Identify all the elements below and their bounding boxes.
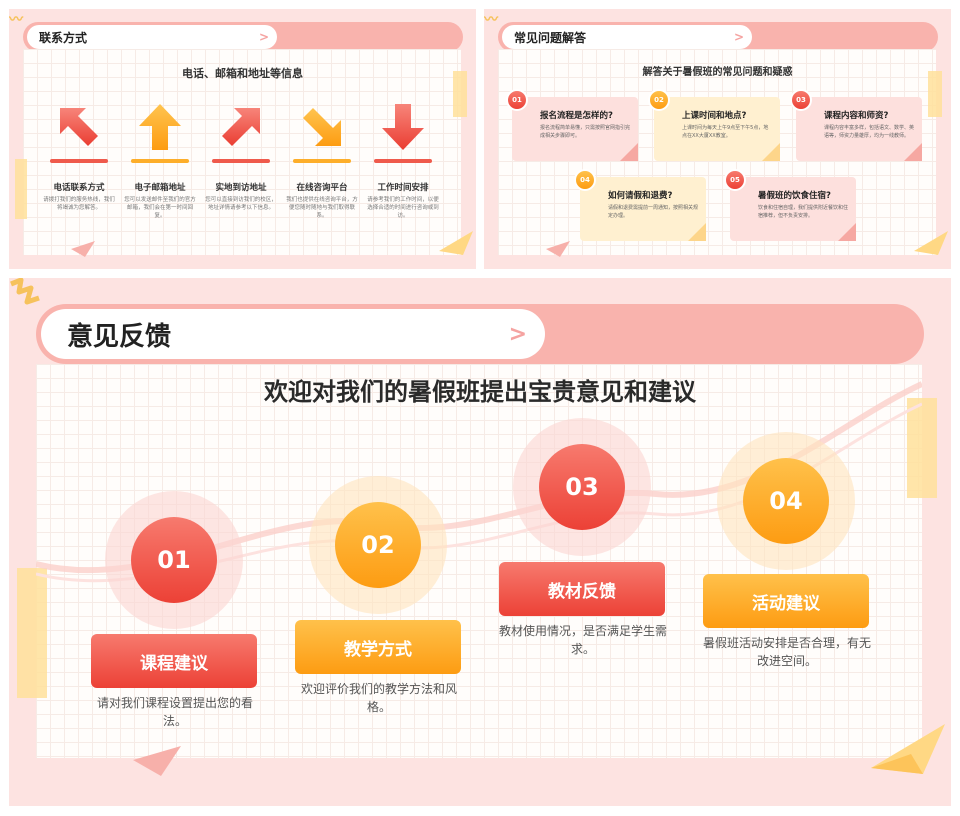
paper-plane-icon [439,231,473,255]
tape-decoration [17,568,47,698]
step-number: 02 [335,502,421,588]
slide-title: 常见问题解答 [514,30,587,45]
faq-answer: 课程内容丰富多样，包括语文、数学、英语等，师资力量雄厚，均为一线教师。 [824,125,915,139]
faq-card: 04 如何请假和退费? 请假和退费需提前一周通知，按照相关规定办理。 [574,169,706,241]
arrow-up-right-icon [217,101,265,153]
step-label: 教学方式 [295,620,461,674]
faq-card: 03 课程内容和师资? 课程内容丰富多样，包括语文、数学、英语等，师资力量雄厚，… [790,89,922,161]
faq-answer: 报名流程简单易懂，只需按照官网指引完成相关步骤即可。 [540,125,631,139]
faq-question: 如何请假和退费? [608,191,673,201]
underline-bar [212,159,270,163]
squiggle-decoration-icon [10,278,40,305]
contact-desc: 您可以直接到访我们的校区，地址详情请参考以下信息。 [205,197,277,211]
slide-faq: 常见问题解答 > 〰 解答关于暑假班的常见问题和疑惑 01 报名流程是怎样的? … [484,9,951,269]
chevron-right-icon: > [733,30,744,44]
step-desc: 请对我们课程设置提出您的看法。 [96,696,253,728]
paper-plane-icon [871,724,945,774]
arrow-up-icon [136,101,184,153]
slide-feedback: 意见反馈 > 欢迎对我们的暑假班提出宝贵意见和建议 01 课程建议 请对我们课程… [9,278,951,806]
contact-item: 工作时间安排 请参考我们的工作时间，以便选择合适的时间进行咨询或到访。 [363,101,443,221]
slide-title: 意见反馈 [67,321,172,352]
contact-item: 电话联系方式 请拨打我们的服务热线，我们将竭诚为您解答。 [39,101,119,213]
slide-title-pill: 常见问题解答 > [502,25,752,49]
step-desc: 教材使用情况，是否满足学生需求。 [498,624,667,656]
contact-desc: 我们也提供在线咨询平台，方便您随时随地与我们取得联系。 [286,197,358,219]
step-label: 课程建议 [91,634,257,688]
step-number-halo: 03 [513,418,651,556]
slide-subtitle: 欢迎对我们的暑假班提出宝贵意见和建议 [264,378,696,406]
slide-content-area [23,49,461,255]
faq-answer: 饮食和住宿自理，我们提供附近餐饮和住宿推荐，但不负责安排。 [758,205,849,219]
slide-subtitle: 解答关于暑假班的常见问题和疑惑 [642,67,793,78]
faq-number: 01 [506,89,528,111]
contact-label: 电话联系方式 [53,183,105,193]
contact-label: 实地到访地址 [215,183,267,193]
step-number: 04 [743,458,829,544]
step-number: 01 [131,517,217,603]
contact-item: 在线咨询平台 我们也提供在线咨询平台，方便您随时随地与我们取得联系。 [282,101,362,221]
contact-desc: 您可以发送邮件至我们的官方邮箱，我们会在第一时间回复。 [124,197,196,219]
tape-decoration [907,398,937,498]
squiggle-decoration-icon: 〰 [484,12,498,28]
paper-plane-icon [71,241,95,257]
card-fold [762,143,780,161]
step-number-halo: 01 [105,491,243,629]
contact-desc: 请拨打我们的服务热线，我们将竭诚为您解答。 [43,197,115,211]
step-number-halo: 04 [717,432,855,570]
step-label: 活动建议 [703,574,869,628]
faq-card: 02 上课时间和地点? 上课时间为每天上午9点至下午5点，地点在XX大厦XX教室… [648,89,780,161]
paper-plane-icon [914,231,948,255]
card-fold [838,223,856,241]
step-number-halo: 02 [309,476,447,614]
chevron-right-icon: > [508,321,527,347]
contact-item: 实地到访地址 您可以直接到访我们的校区，地址详情请参考以下信息。 [201,101,281,213]
faq-question: 课程内容和师资? [824,111,889,121]
faq-number: 03 [790,89,812,111]
step-number: 03 [539,444,625,530]
card-fold [904,143,922,161]
slide-subtitle: 电话、邮箱和地址等信息 [182,67,303,80]
contact-desc: 请参考我们的工作时间，以便选择合适的时间进行咨询或到访。 [367,197,439,219]
faq-answer: 请假和退费需提前一周通知，按照相关规定办理。 [608,205,699,219]
faq-number: 04 [574,169,596,191]
faq-question: 上课时间和地点? [682,111,747,121]
faq-number: 02 [648,89,670,111]
arrow-down-icon [379,101,427,153]
slide-contact: 联系方式 > 〰 电话、邮箱和地址等信息 电话联系方式 请拨打我们的服务热线，我… [9,9,476,269]
faq-question: 报名流程是怎样的? [540,111,613,121]
card-fold [688,223,706,241]
contact-item: 电子邮箱地址 您可以发送邮件至我们的官方邮箱，我们会在第一时间回复。 [120,101,200,221]
underline-bar [50,159,108,163]
underline-bar [374,159,432,163]
tape-decoration [928,71,942,117]
underline-bar [293,159,351,163]
faq-card: 05 暑假班的饮食住宿? 饮食和住宿自理，我们提供附近餐饮和住宿推荐，但不负责安… [724,169,856,241]
faq-number: 05 [724,169,746,191]
step-desc: 欢迎评价我们的教学方法和风格。 [300,682,457,714]
paper-plane-icon [546,241,570,257]
step-desc: 暑假班活动安排是否合理，有无改进空间。 [702,636,871,668]
slide-title: 联系方式 [39,30,88,45]
underline-bar [131,159,189,163]
paper-plane-icon [133,746,181,776]
contact-label: 工作时间安排 [377,183,429,193]
arrow-up-left-icon [55,101,103,153]
slide-title-pill: 意见反馈 > [41,309,545,359]
faq-card: 01 报名流程是怎样的? 报名流程简单易懂，只需按照官网指引完成相关步骤即可。 [506,89,638,161]
faq-question: 暑假班的饮食住宿? [758,191,831,201]
card-fold [620,143,638,161]
squiggle-decoration-icon: 〰 [9,12,23,28]
tape-decoration [15,159,27,219]
tape-decoration [453,71,467,117]
step-label: 教材反馈 [499,562,665,616]
contact-label: 电子邮箱地址 [134,183,186,193]
faq-answer: 上课时间为每天上午9点至下午5点，地点在XX大厦XX教室。 [682,125,769,139]
contact-label: 在线咨询平台 [296,183,348,193]
arrow-down-right-icon [298,101,346,153]
chevron-right-icon: > [258,30,269,44]
slide-title-pill: 联系方式 > [27,25,277,49]
